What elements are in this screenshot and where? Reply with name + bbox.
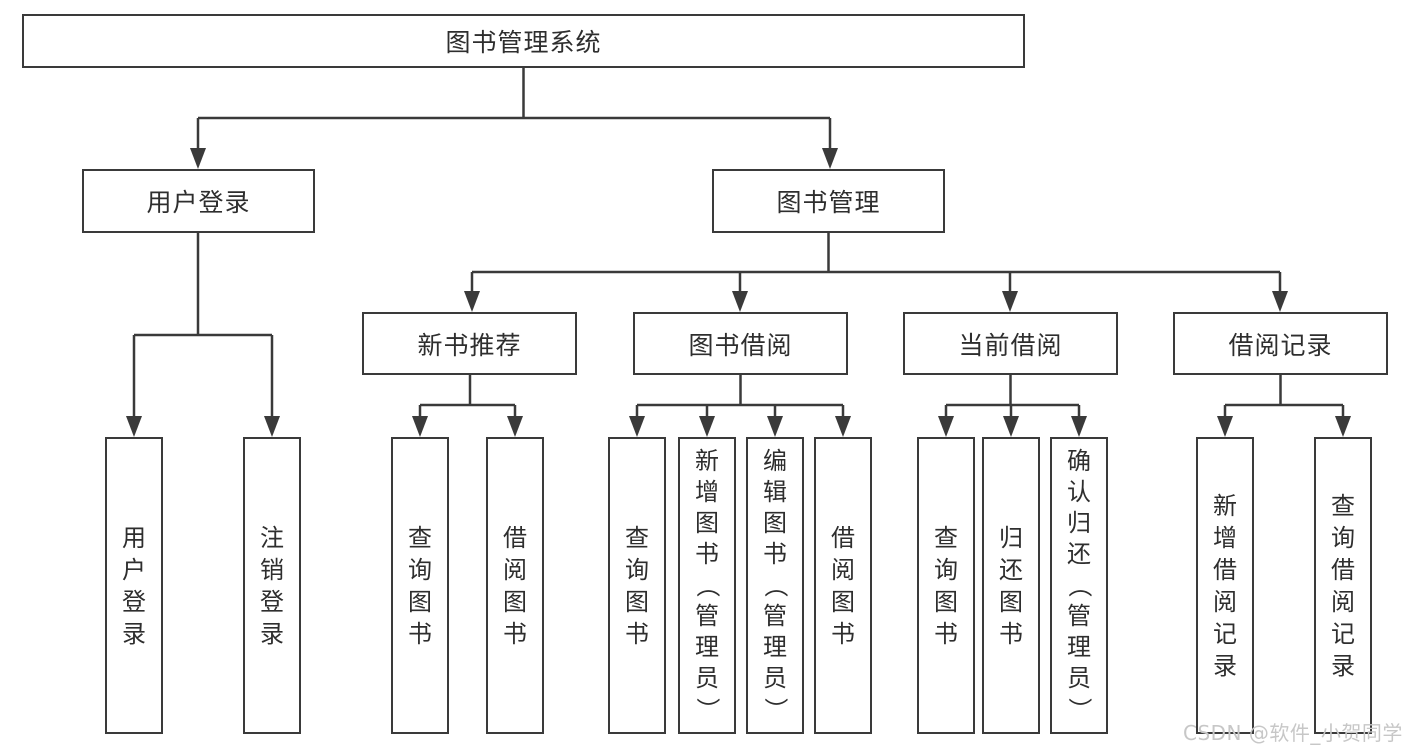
arrowhead bbox=[1217, 416, 1233, 437]
node-logout-leaf-label: 注销登录 bbox=[260, 523, 284, 648]
connector-new-books bbox=[418, 375, 517, 418]
connector-root bbox=[196, 68, 832, 150]
node-book-borrowing-label: 图书借阅 bbox=[688, 330, 793, 360]
arrowhead bbox=[464, 291, 480, 312]
node-root: 图书管理系统 bbox=[22, 14, 1025, 68]
node-add-borrow-record: 新增借阅记录 bbox=[1196, 437, 1254, 734]
connector-user-login bbox=[132, 233, 274, 418]
arrowhead bbox=[507, 416, 523, 437]
node-borrow-books-borrowing-label: 借阅图书 bbox=[831, 523, 855, 648]
node-confirm-return-admin-label: 确认归还（管理员） bbox=[1065, 447, 1094, 722]
arrowhead bbox=[822, 148, 838, 169]
node-query-books-recommend: 查询图书 bbox=[391, 437, 449, 734]
arrowhead bbox=[767, 416, 783, 437]
node-add-book-admin-label: 新增图书（管理员） bbox=[693, 447, 722, 722]
node-current-borrowing: 当前借阅 bbox=[903, 312, 1118, 375]
node-return-books: 归还图书 bbox=[982, 437, 1040, 734]
arrowhead bbox=[1272, 291, 1288, 312]
node-user-login-label: 用户登录 bbox=[146, 188, 251, 217]
node-query-borrow-record: 查询借阅记录 bbox=[1314, 437, 1372, 734]
node-query-books-current: 查询图书 bbox=[917, 437, 975, 734]
node-query-books-current-label: 查询图书 bbox=[934, 523, 958, 648]
arrowhead bbox=[938, 416, 954, 437]
node-query-books-borrowing: 查询图书 bbox=[608, 437, 666, 734]
node-edit-book-admin-label: 编辑图书（管理员） bbox=[761, 447, 790, 722]
node-return-books-label: 归还图书 bbox=[999, 523, 1023, 648]
node-add-book-admin: 新增图书（管理员） bbox=[678, 437, 736, 734]
node-user-login-leaf: 用户登录 bbox=[105, 437, 163, 734]
arrowhead bbox=[629, 416, 645, 437]
node-current-borrowing-label: 当前借阅 bbox=[958, 330, 1063, 360]
node-edit-book-admin: 编辑图书（管理员） bbox=[746, 437, 804, 734]
arrowhead bbox=[264, 416, 280, 437]
arrowhead bbox=[412, 416, 428, 437]
arrowhead bbox=[1335, 416, 1351, 437]
arrowhead bbox=[126, 416, 142, 437]
node-new-book-recommend-label: 新书推荐 bbox=[417, 330, 522, 360]
node-book-mgmt-label: 图书管理 bbox=[776, 188, 881, 217]
arrowhead bbox=[190, 148, 206, 169]
arrowhead bbox=[699, 416, 715, 437]
connector-borrow-records bbox=[1223, 375, 1345, 418]
node-query-books-borrowing-label: 查询图书 bbox=[625, 523, 649, 648]
connector-current-borrowing bbox=[944, 375, 1081, 418]
node-user-login: 用户登录 bbox=[82, 169, 315, 233]
connector-book-borrowing bbox=[635, 375, 845, 418]
arrowhead bbox=[732, 291, 748, 312]
node-query-borrow-record-label: 查询借阅记录 bbox=[1331, 491, 1355, 680]
csdn-watermark: CSDN @软件_小贺同学 bbox=[1183, 721, 1403, 745]
node-add-borrow-record-label: 新增借阅记录 bbox=[1213, 491, 1237, 680]
node-logout-leaf: 注销登录 bbox=[243, 437, 301, 734]
node-borrow-books-borrowing: 借阅图书 bbox=[814, 437, 872, 734]
node-borrow-records-label: 借阅记录 bbox=[1228, 330, 1333, 360]
node-root-label: 图书管理系统 bbox=[445, 28, 602, 57]
node-query-books-recommend-label: 查询图书 bbox=[408, 523, 432, 648]
arrowhead bbox=[835, 416, 851, 437]
node-borrow-records: 借阅记录 bbox=[1173, 312, 1388, 375]
node-new-book-recommend: 新书推荐 bbox=[362, 312, 577, 375]
connector-book-mgmt bbox=[470, 233, 1282, 293]
node-borrow-books-recommend-label: 借阅图书 bbox=[503, 523, 527, 648]
node-user-login-leaf-label: 用户登录 bbox=[122, 523, 146, 648]
arrowhead bbox=[1002, 291, 1018, 312]
arrowhead bbox=[1071, 416, 1087, 437]
arrowhead bbox=[1003, 416, 1019, 437]
node-book-borrowing: 图书借阅 bbox=[633, 312, 848, 375]
node-confirm-return-admin: 确认归还（管理员） bbox=[1050, 437, 1108, 734]
node-borrow-books-recommend: 借阅图书 bbox=[486, 437, 544, 734]
node-book-mgmt: 图书管理 bbox=[712, 169, 945, 233]
